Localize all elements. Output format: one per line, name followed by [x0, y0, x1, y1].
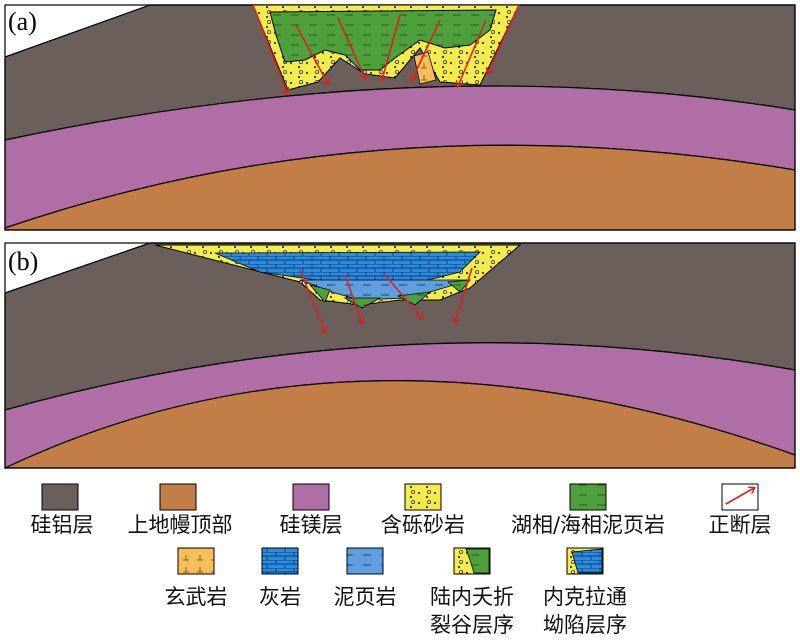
rift-basalt-fill-a: [413, 51, 437, 85]
legend-label-basalt: 玄武岩: [165, 585, 228, 609]
legend-label-rift-sequence-line2: 裂谷层序: [430, 613, 514, 637]
legend-label-sima: 硅镁层: [280, 513, 343, 537]
legend-label-conglomerate: 含砾砂岩: [381, 513, 465, 537]
sag-rift-mud-fill-b: [308, 279, 471, 309]
panel-b: (b): [4, 242, 796, 469]
mantle-layer-a: [4, 144, 796, 231]
normal-fault-icon: [721, 483, 759, 511]
conglomerate-swatch: [404, 483, 442, 511]
panel-b-label: (b): [8, 247, 38, 276]
legend-label-rift-sequence-line1: 陆内夭折: [430, 585, 514, 609]
panel-a: (a): [4, 4, 796, 231]
legend-label-limestone: 灰岩: [259, 585, 301, 609]
mudstone-swatch: [569, 483, 607, 511]
craton-sequence-swatch: [566, 547, 604, 575]
basalt-swatch: [177, 547, 215, 575]
limestone-swatch: [261, 547, 299, 575]
legend: 硅铝层 上地幔顶部 硅镁层 含砾砂岩 湖相/海相泥页岩 正断层 玄武岩 灰岩 泥…: [31, 483, 772, 637]
rift-mudstone-fill-a: [269, 9, 497, 71]
faults-b: [299, 267, 473, 332]
faults-a: [252, 4, 520, 93]
sima-swatch: [292, 483, 330, 511]
legend-label-craton-sequence-line1: 内克拉通: [543, 585, 627, 609]
rift-sequence-swatch: [453, 547, 491, 575]
legend-label-mudshale: 泥页岩: [334, 585, 397, 609]
panel-a-label: (a): [8, 7, 37, 36]
legend-label-sial: 硅铝层: [31, 513, 94, 537]
sial-swatch: [41, 483, 79, 511]
panel-b-frame: [4, 242, 796, 469]
mudshale-swatch: [346, 547, 384, 575]
legend-label-mantle: 上地幔顶部: [128, 513, 233, 537]
legend-label-fault: 正断层: [709, 513, 772, 537]
mantle-layer-b: [4, 380, 796, 469]
legend-label-craton-sequence-line2: 坳陷层序: [543, 613, 627, 637]
legend-label-mudstone: 湖相/海相泥页岩: [511, 513, 665, 537]
mantle-swatch: [159, 483, 197, 511]
